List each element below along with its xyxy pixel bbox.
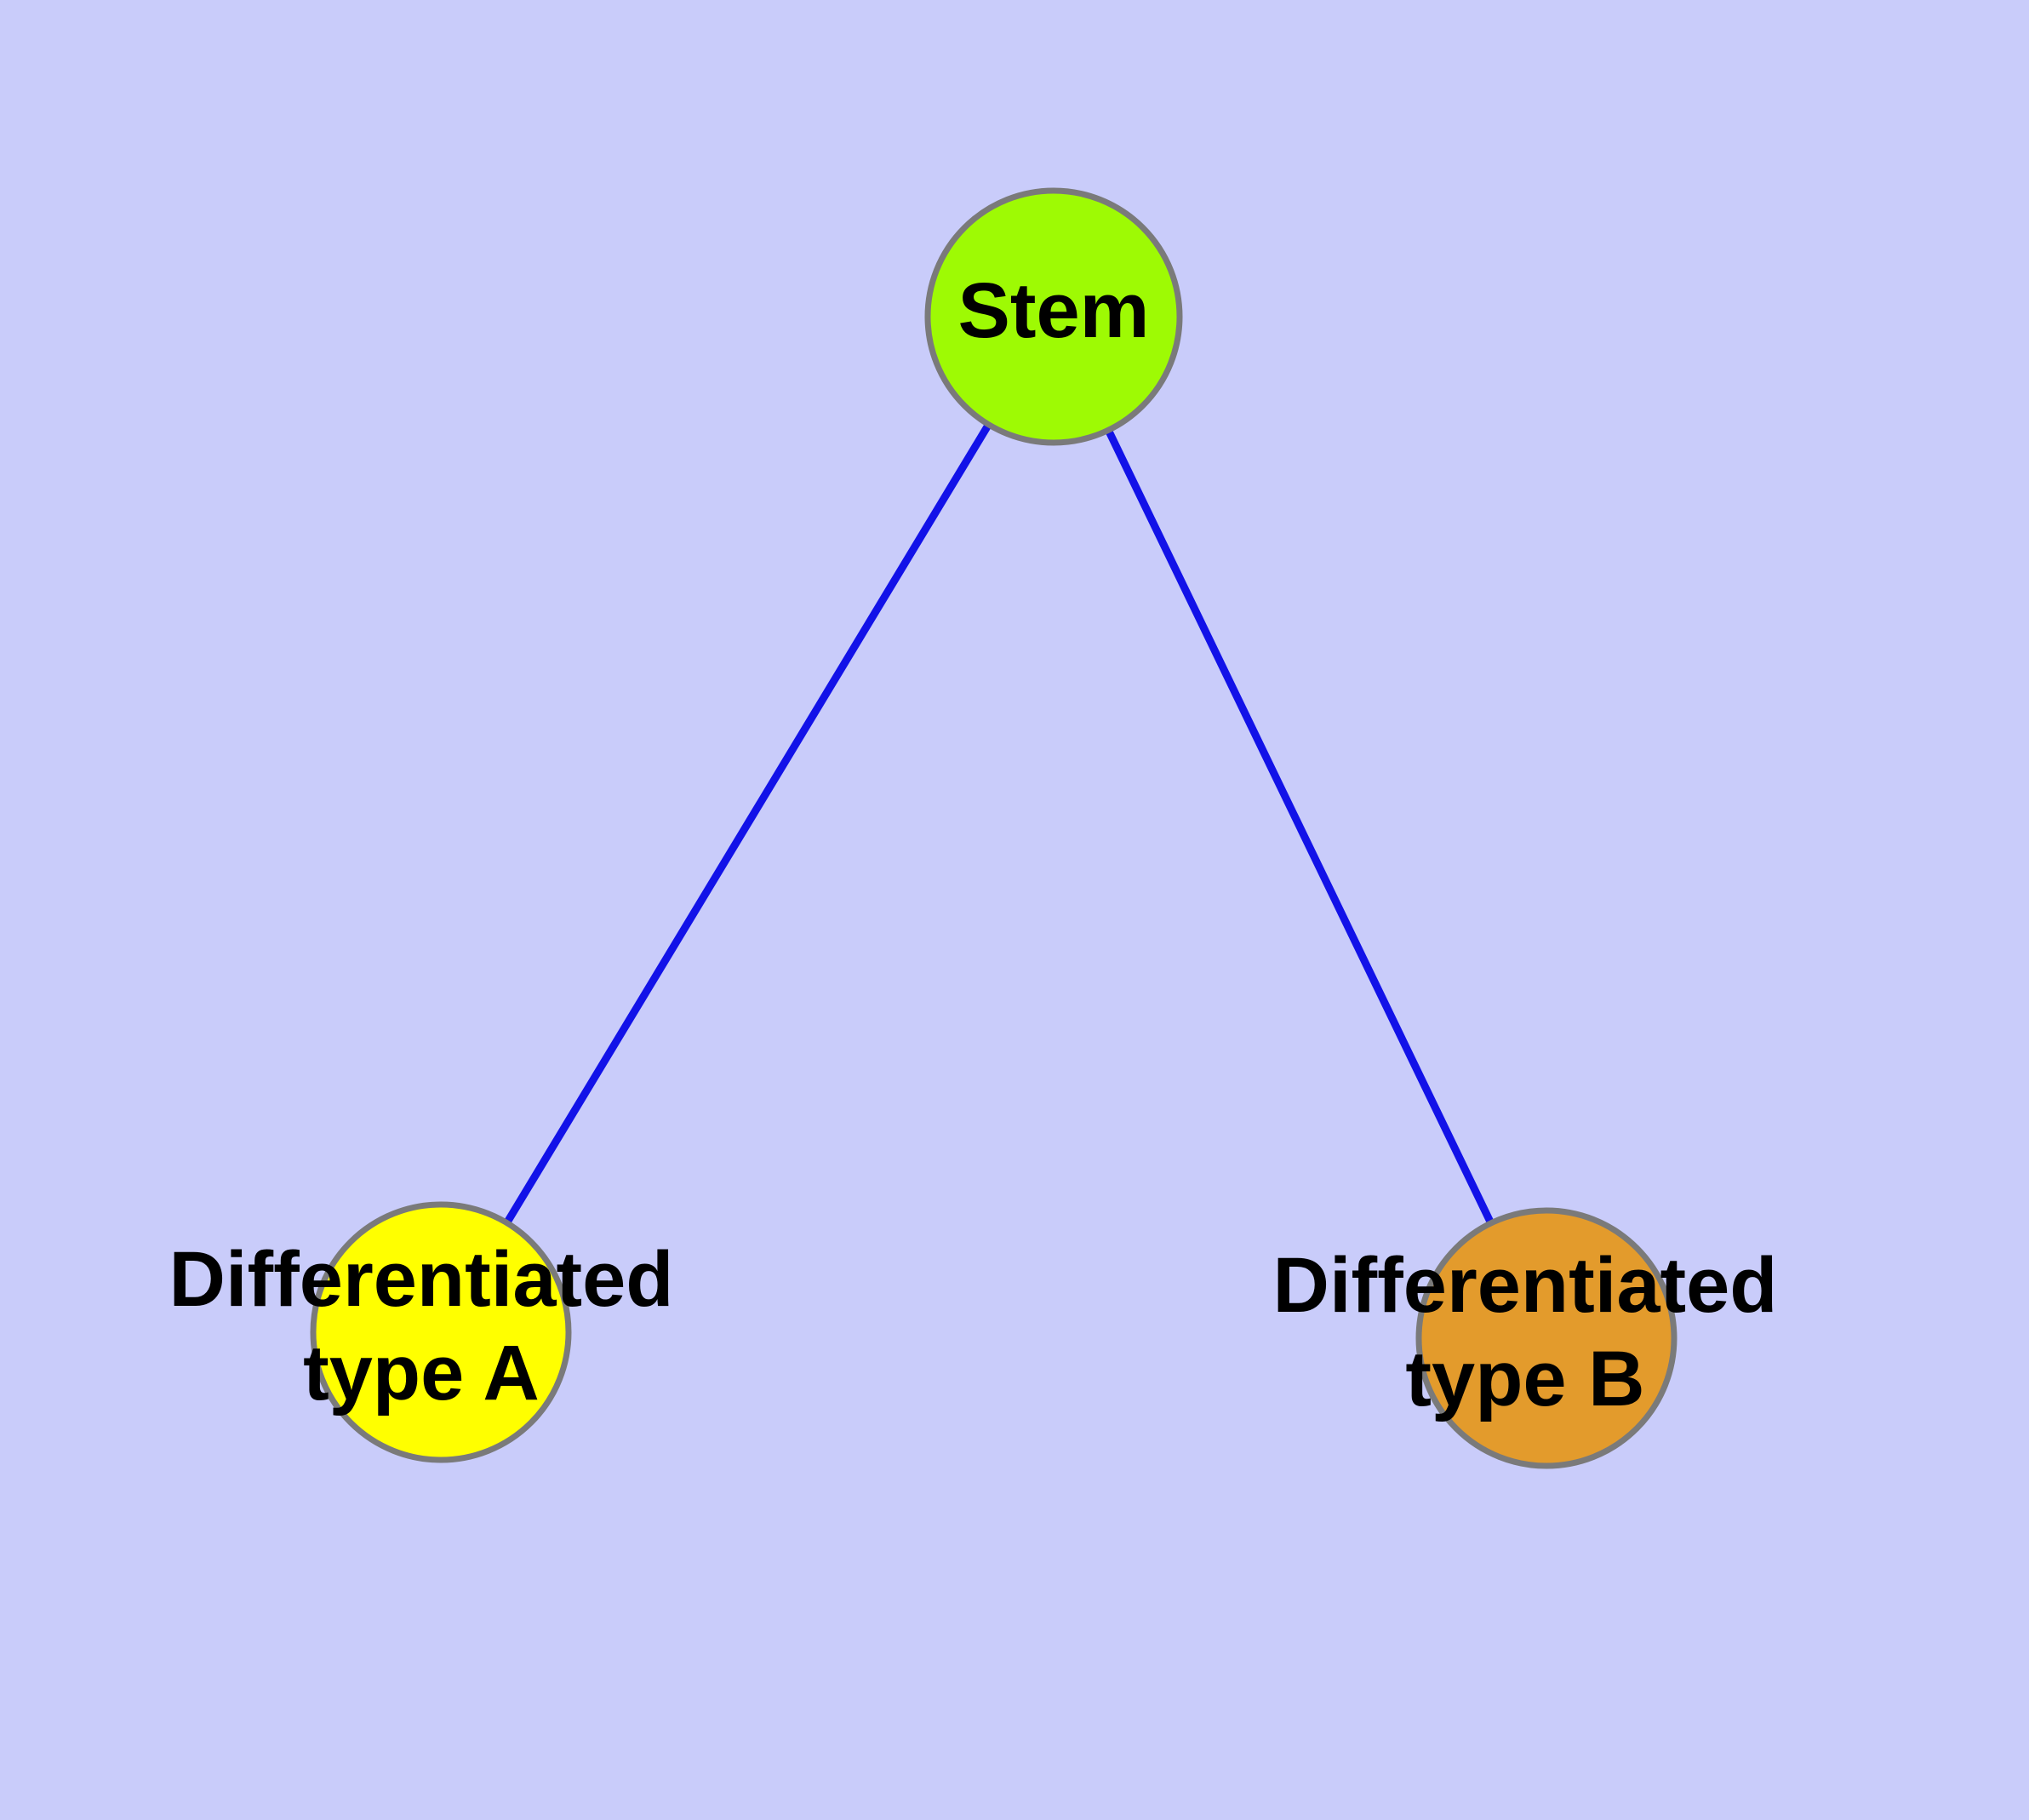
- node-circle-diff-b[interactable]: [1415, 1207, 1677, 1469]
- node-label-line: type A: [303, 1330, 540, 1417]
- node-label-line: Differentiated: [169, 1236, 674, 1323]
- node-label-line: Differentiated: [1273, 1242, 1778, 1329]
- nodes-layer: [310, 187, 1677, 1469]
- node-label-line: Stem: [958, 267, 1150, 354]
- edge-stem-to-diff-a[interactable]: [437, 314, 1057, 1335]
- node-circle-diff-a[interactable]: [310, 1201, 572, 1463]
- node-circle-stem[interactable]: [924, 187, 1183, 446]
- node-label-line: type B: [1405, 1336, 1644, 1422]
- edges-layer: [437, 314, 1551, 1340]
- node-label-stem: Stem: [958, 267, 1150, 354]
- edge-stem-to-diff-b[interactable]: [1049, 315, 1551, 1340]
